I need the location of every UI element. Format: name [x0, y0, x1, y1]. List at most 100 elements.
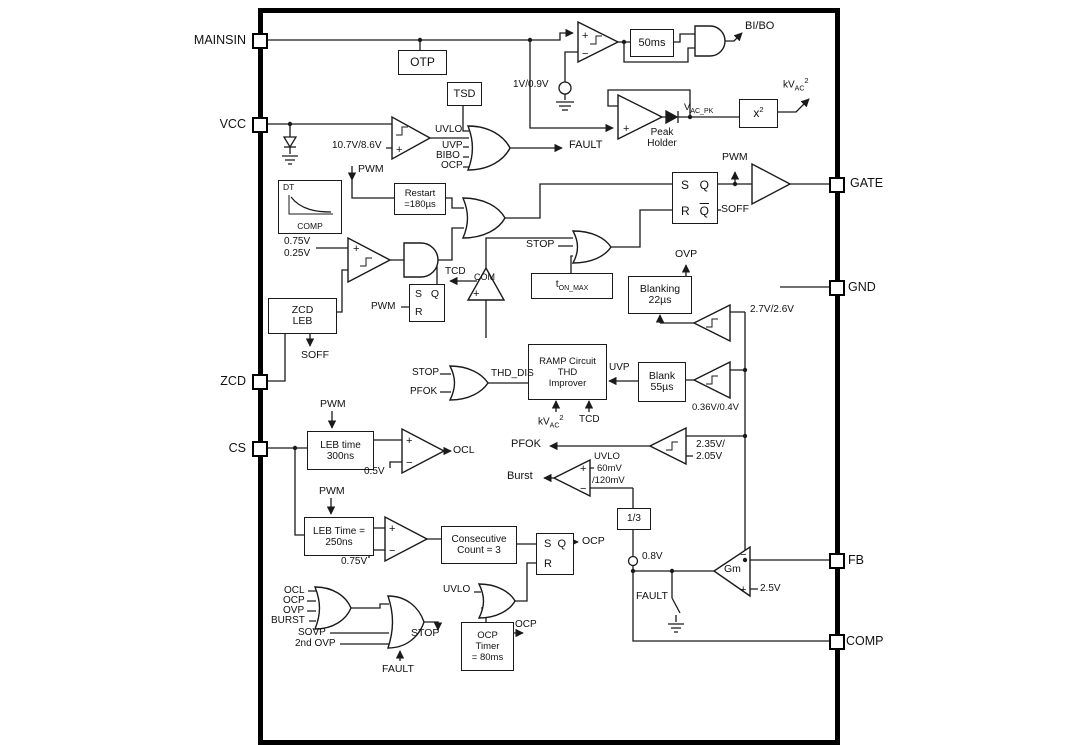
pwm-gate-label: PWM [722, 151, 748, 163]
pin-fb [829, 553, 845, 569]
pin-comp [829, 634, 845, 650]
burst-threshold-120mv-label: /120mV [592, 475, 625, 486]
pin-label-comp: COMP [846, 634, 884, 648]
pwm-tcd-latch-label: PWM [371, 301, 396, 312]
restart-or-gate [461, 197, 506, 239]
second-ovp-label: 2nd OVP [295, 638, 336, 649]
plus-icon: + [740, 584, 746, 596]
zcd-threshold-low-label: 0.25V [284, 248, 311, 259]
minus-icon: − [740, 549, 746, 561]
uvlo-burst-label: UVLO [594, 451, 620, 462]
kvac2-ramp-label: kVAC2 [538, 413, 564, 430]
leb-250ns-block: LEB Time =250ns [304, 517, 374, 556]
plus-icon: + [580, 463, 586, 475]
minus-icon: − [582, 48, 588, 60]
ocp-sr-latch: S Q R [536, 533, 574, 575]
one-third-divider-block: 1/3 [617, 508, 651, 530]
brownout-and-gate [694, 25, 726, 57]
clamp-08v-label: 0.8V [642, 551, 663, 562]
stop-or-gate [571, 230, 612, 264]
uvp-blank-label: UVP [609, 362, 630, 373]
ground-symbol-ref [556, 101, 574, 111]
soff-zcd-label: SOFF [301, 349, 329, 361]
uvlo-or-label: UVLO [443, 584, 471, 595]
reference-source-circle [558, 81, 572, 95]
zcd-comparator [347, 236, 392, 284]
dead-time-curve [288, 195, 333, 215]
ovp-fault-input-label: OVP [283, 605, 305, 616]
hysteresis-glyphs [360, 35, 718, 451]
mains-brownout-comparator [577, 20, 620, 64]
pwm-restart-label: PWM [358, 163, 384, 175]
blank-threshold-label: 0.36V/0.4V [692, 402, 740, 413]
pfok-threshold-label-1: 2.35V/ [696, 439, 725, 450]
bibo-output-label: BI/BO [745, 20, 775, 32]
ocp-latch-output-label: OCP [582, 535, 605, 547]
com-label: COM [474, 272, 495, 282]
pin-label-gate: GATE [850, 176, 884, 190]
minus-icon: − [389, 545, 395, 557]
ocp-comparator [384, 515, 429, 563]
gate-driver [751, 162, 792, 206]
ocp-fault-input-label: OCP [283, 595, 305, 606]
plus-icon: + [389, 523, 395, 535]
delay-50ms-block: 50ms [630, 29, 674, 57]
burst-output-label: Burst [507, 470, 533, 482]
minus-icon: − [406, 457, 412, 469]
pwm-leb300-label: PWM [320, 398, 346, 410]
stop-thd-label: STOP [412, 367, 440, 378]
pwm-com-comparator [466, 266, 506, 301]
plus-icon: + [406, 435, 412, 447]
plus-icon: + [396, 144, 402, 156]
pfok-output-label: PFOK [511, 438, 541, 450]
tsd-block: TSD [447, 82, 482, 106]
uvp-label: UVP [442, 140, 463, 151]
pin-vcc [252, 117, 268, 133]
ground-symbol-fault-switch [668, 623, 684, 633]
ocl-output-label: OCL [453, 444, 475, 456]
pin-gnd [829, 280, 845, 296]
pin-label-mainsin: MAINSIN [193, 33, 246, 47]
x-squared-block: x2 [739, 99, 778, 128]
restart-timer-block: Restart=180µs [394, 183, 446, 215]
ocl-threshold-label: 0.5V [364, 466, 385, 477]
pin-label-gnd: GND [848, 280, 876, 294]
gm-error-amplifier [712, 545, 751, 598]
pwm-sr-latch: S Q R Q [672, 172, 718, 224]
sovp-label: SOVP [298, 627, 326, 638]
pin-mainsin [252, 33, 268, 49]
ocp-timer-output-label: OCP [515, 619, 537, 630]
zener-diode [282, 136, 298, 149]
uvlo-label: UVLO [435, 124, 463, 135]
stop-sources-or-gate [387, 595, 425, 649]
fault-output-label: FAULT [569, 139, 603, 151]
thd-dis-label: THD_DIS [491, 368, 534, 379]
ocp-label: OCP [441, 160, 463, 171]
plus-icon: + [623, 123, 629, 135]
burst-threshold-60mv-label: 60mV [597, 463, 622, 474]
uvlo-ocp-or-gate [477, 583, 516, 619]
ocp-threshold-label: 0.75V [341, 556, 368, 567]
junction-dots [287, 37, 748, 574]
ref-25v-label: 2.5V [760, 583, 781, 594]
tcd-sr-latch: S Q R [409, 284, 445, 322]
pin-zcd [252, 374, 268, 390]
minus-icon: − [580, 483, 586, 495]
vcc-hysteresis-label: 10.7V/8.6V [332, 140, 382, 151]
bibo-label: BIBO [436, 150, 460, 161]
stop-label: STOP [526, 238, 555, 250]
arrow-wires [265, 28, 810, 661]
tcd-ramp-label: TCD [579, 414, 600, 425]
plus-icon: + [582, 30, 588, 42]
switch-contact-circle [627, 555, 639, 567]
otp-block: OTP [398, 50, 447, 75]
burst-fault-input-label: BURST [271, 615, 305, 626]
